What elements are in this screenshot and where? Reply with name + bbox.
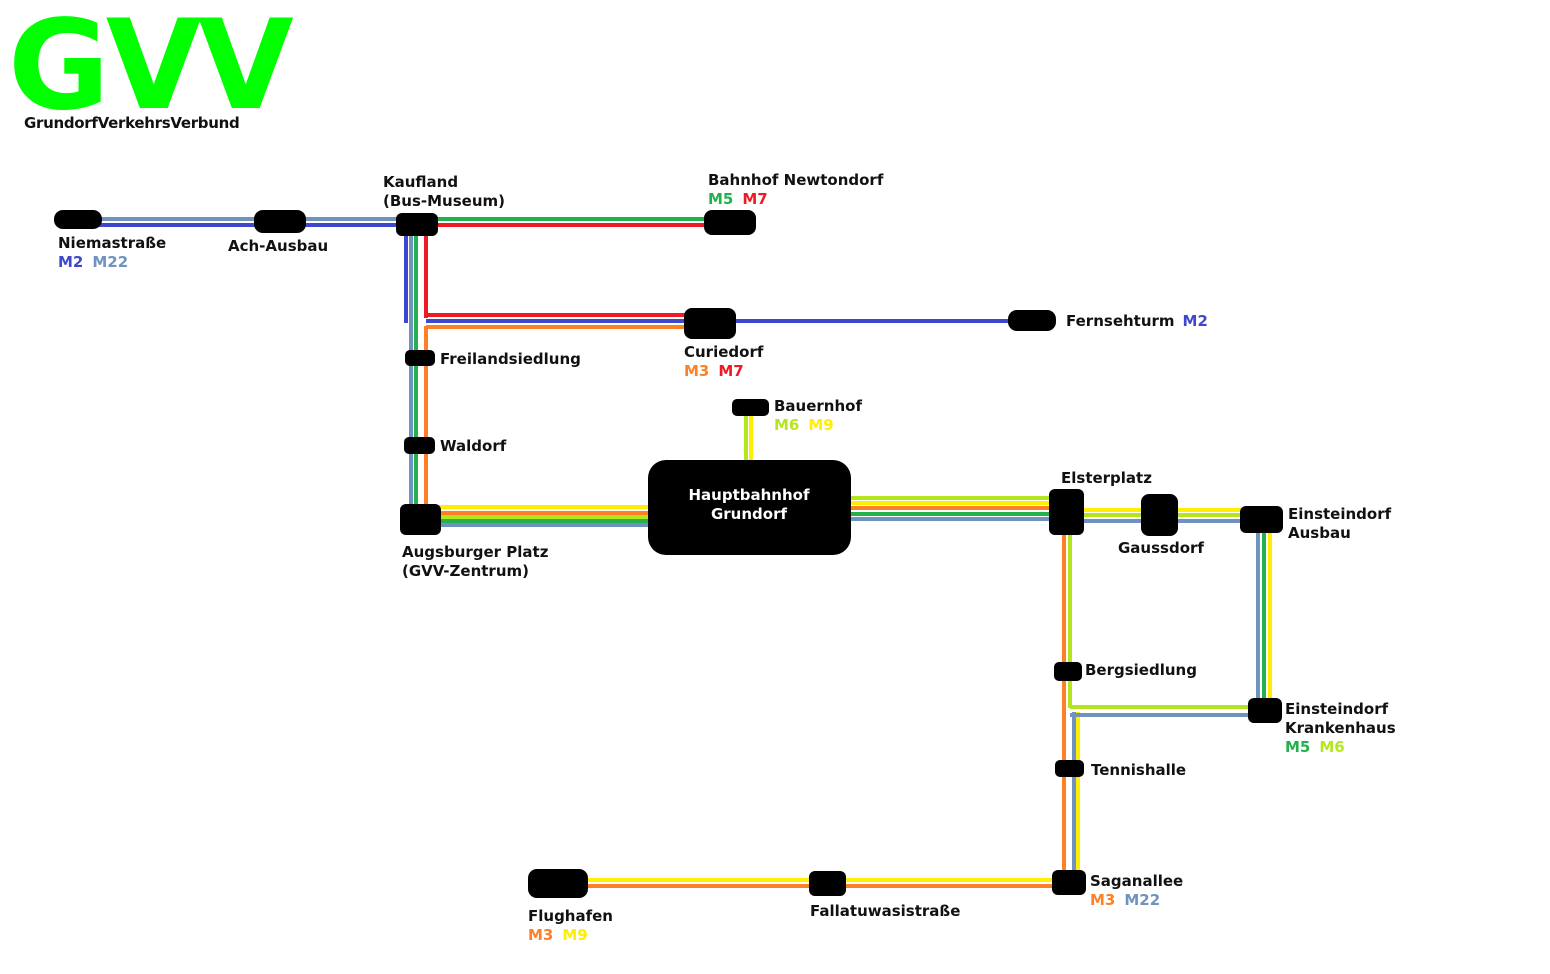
station-layer <box>54 210 1283 898</box>
line-badges: M5 M6 <box>1285 738 1396 757</box>
station-name-line: Ach-Ausbau <box>228 237 329 255</box>
station-name-line: Curiedorf <box>684 343 764 361</box>
gvv-logo: GVV <box>8 0 294 138</box>
station-freilandsiedlung[interactable] <box>405 350 435 366</box>
station-name-line: Bauernhof <box>774 397 862 415</box>
track-layer <box>78 217 1272 888</box>
line-badges: M3 M9 <box>528 926 613 945</box>
station-label-waldorf: Waldorf <box>440 437 506 456</box>
station-label-tennishalle: Tennishalle <box>1091 761 1186 780</box>
line-badge-m9: M9 <box>562 926 588 944</box>
station-label-elsterplatz: Elsterplatz <box>1061 469 1152 488</box>
station-ach-ausbau[interactable] <box>254 210 306 233</box>
station-tennishalle[interactable] <box>1055 760 1084 777</box>
line-badge-m9: M9 <box>808 416 834 434</box>
station-name-line: Freilandsiedlung <box>440 350 581 368</box>
station-name-line: Bahnhof Newtondorf <box>708 171 884 189</box>
line-badges: M2 <box>1183 312 1217 330</box>
station-curiedorf[interactable] <box>684 308 736 339</box>
station-flughafen[interactable] <box>528 869 588 898</box>
station-name-line: Waldorf <box>440 437 507 455</box>
station-saganallee[interactable] <box>1052 870 1086 895</box>
line-badge-m22: M22 <box>92 253 129 271</box>
line-badges: M6 M9 <box>774 416 862 435</box>
line-badge-m22: M22 <box>1124 891 1161 909</box>
station-name-line: Hauptbahnhof <box>688 486 810 504</box>
station-waldorf[interactable] <box>404 437 435 454</box>
station-augsburger-platz[interactable] <box>400 504 441 535</box>
logo-title: GVV <box>8 0 294 138</box>
station-niemastrasse[interactable] <box>54 210 102 229</box>
station-name-line: Elsterplatz <box>1061 469 1152 487</box>
station-label-kaufland: Kaufland(Bus-Museum) <box>383 173 505 211</box>
logo-subtitle: GrundorfVerkehrsVerbund <box>24 114 240 132</box>
line-badge-m7: M7 <box>742 190 768 208</box>
station-label-gaussdorf: Gaussdorf <box>1118 539 1204 558</box>
line-badge-m2: M2 <box>1182 312 1208 330</box>
line-badges: M3 M7 <box>684 362 763 381</box>
station-name-line: Augsburger Platz <box>402 543 549 561</box>
station-label-fallatuwasistrasse: Fallatuwasistraße <box>810 902 960 921</box>
station-name-line: Niemastraße <box>58 234 167 252</box>
station-name-line: Fallatuwasistraße <box>810 902 961 920</box>
line-badge-m7: M7 <box>718 362 744 380</box>
station-bauernhof[interactable] <box>732 399 769 416</box>
station-label-ach-ausbau: Ach-Ausbau <box>228 237 328 256</box>
station-name-line: Einsteindorf <box>1285 700 1389 718</box>
station-gaussdorf[interactable] <box>1141 494 1178 536</box>
station-fallatuwasistrasse[interactable] <box>809 871 846 896</box>
station-name-line: Gaussdorf <box>1118 539 1204 557</box>
line-badge-m3: M3 <box>528 926 554 944</box>
line-badge-m3: M3 <box>1090 891 1116 909</box>
station-einsteindorf-ausbau[interactable] <box>1240 506 1283 533</box>
station-name-line: (GVV-Zentrum) <box>402 562 529 580</box>
station-bergsiedlung[interactable] <box>1054 662 1082 681</box>
line-badges: M2 M22 <box>58 253 166 272</box>
station-label-bergsiedlung: Bergsiedlung <box>1085 661 1197 680</box>
station-label-fernsehturm: Fernsehturm M2 <box>1066 312 1217 331</box>
station-name-line: Tennishalle <box>1091 761 1187 779</box>
station-elsterplatz[interactable] <box>1049 489 1084 535</box>
line-badges: M3 M22 <box>1090 891 1183 910</box>
station-name-line: Flughafen <box>528 907 613 925</box>
line-badge-m5: M5 <box>708 190 734 208</box>
station-fernsehturm[interactable] <box>1008 310 1056 331</box>
line-badges: M5 M7 <box>708 190 883 209</box>
station-name-line: Saganallee <box>1090 872 1184 890</box>
station-label-freilandsiedlung: Freilandsiedlung <box>440 350 581 369</box>
station-name-line: Bergsiedlung <box>1085 661 1197 679</box>
station-name-line: (Bus-Museum) <box>383 192 505 210</box>
station-name-line: Kaufland <box>383 173 459 191</box>
station-name-line: Einsteindorf <box>1288 505 1392 523</box>
station-name-line: Fernsehturm <box>1066 312 1175 330</box>
station-name-line: Krankenhaus <box>1285 719 1396 737</box>
station-bahnhof-newtondorf[interactable] <box>704 210 756 235</box>
line-badge-m5: M5 <box>1285 738 1311 756</box>
station-einsteindorf-krankenhaus[interactable] <box>1248 698 1282 723</box>
station-name-line: Ausbau <box>1288 524 1351 542</box>
station-name-line: Grundorf <box>710 505 788 523</box>
line-badge-m6: M6 <box>774 416 800 434</box>
station-kaufland[interactable] <box>396 213 438 236</box>
line-badge-m6: M6 <box>1319 738 1345 756</box>
line-badge-m2: M2 <box>58 253 84 271</box>
station-label-augsburger-platz: Augsburger Platz(GVV-Zentrum) <box>402 543 548 581</box>
station-hauptbahnhof[interactable] <box>648 460 851 555</box>
line-badge-m3: M3 <box>684 362 710 380</box>
